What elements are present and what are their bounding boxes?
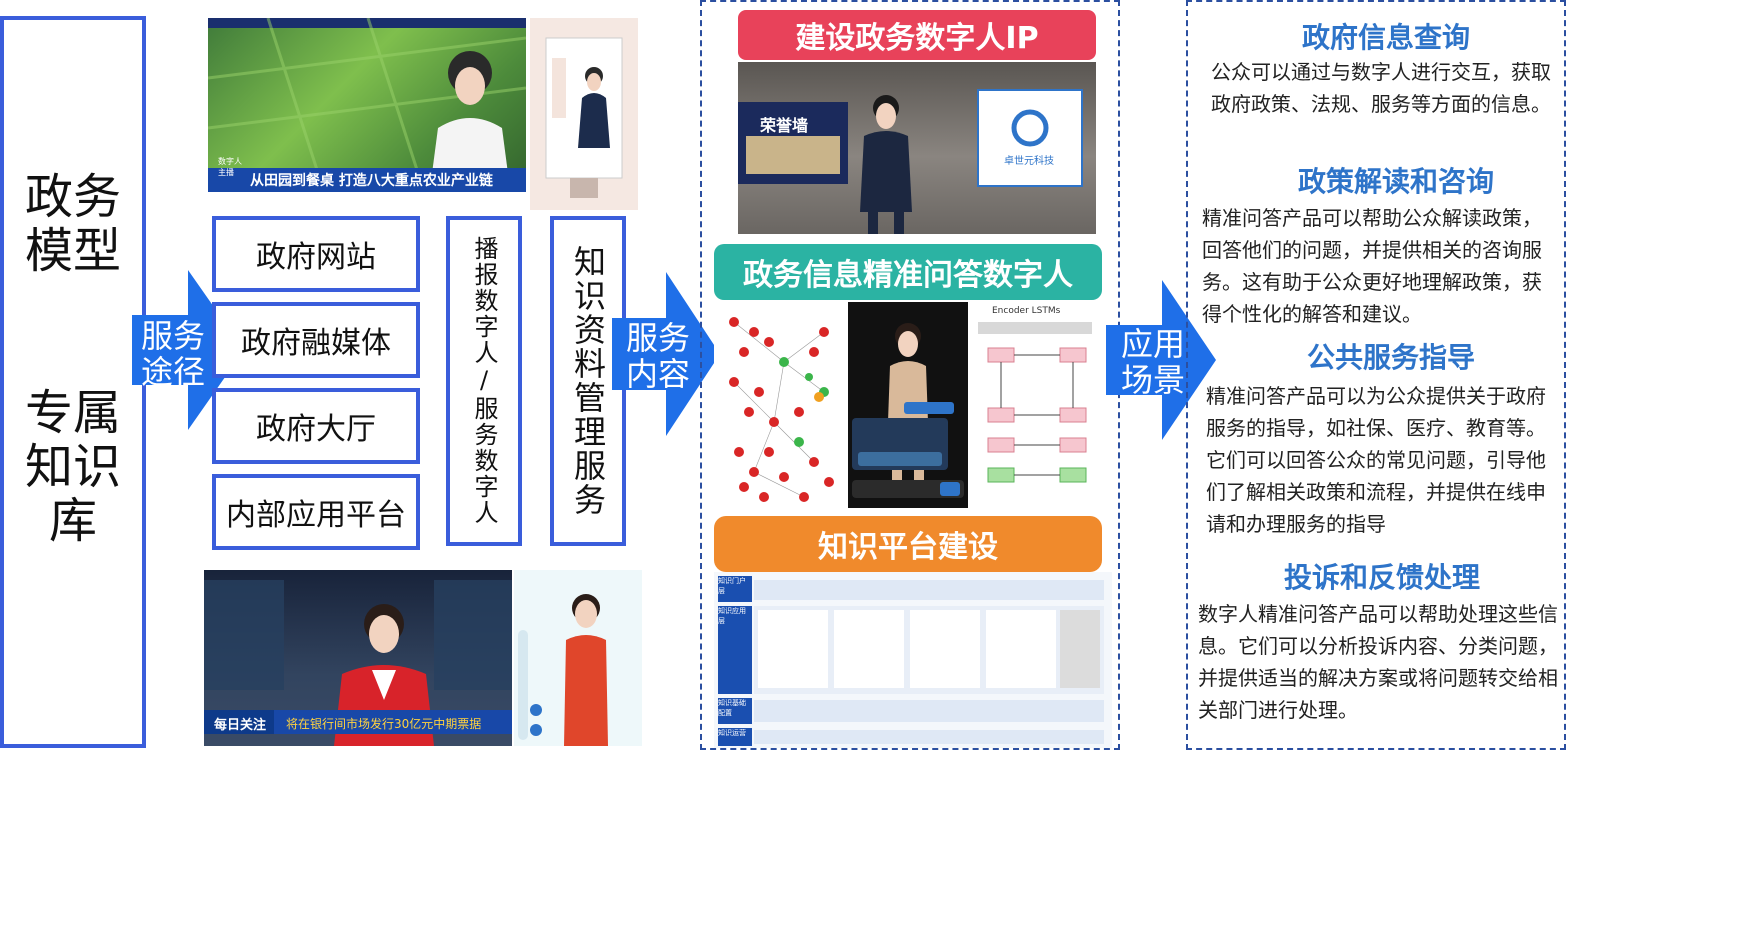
application-scenario-panel [1186, 0, 1566, 750]
panel-subtitle: 专属 知识 库 [4, 386, 142, 548]
bottom-news-tag: 每日关注 [214, 718, 267, 733]
platform-row: 知识应用层 [718, 606, 752, 694]
knowledge-graph-image [714, 302, 848, 508]
scenario-title: 投诉和反馈处理 [1283, 561, 1480, 594]
subtitle-line: 专属 [24, 385, 121, 441]
knowledge-platform-image: 知识门户层 知识应用层 知识基础配置 知识运营 [714, 572, 1112, 748]
platform-row: 知识基础配置 [718, 698, 752, 724]
knowledge-box-label: 知识资料管理服务 [569, 245, 607, 517]
service-content-arrow [612, 272, 720, 436]
platform-module [986, 610, 1056, 688]
digital-human-ip-image: 荣誉墙 卓世元科技 [738, 62, 1096, 234]
channel-internal-platform: 内部应用平台 [212, 474, 420, 550]
panel-title: 政务 模型 [4, 170, 142, 278]
section-platform-header: 知识平台建设 [714, 516, 1102, 572]
platform-row-bar [754, 606, 1104, 694]
title-line: 政务 [24, 169, 121, 225]
broadcast-digital-human-box: 播报数字人/服务数字人 [446, 216, 522, 546]
subtitle-line: 知识 [24, 439, 121, 495]
encoder-diagram-image: Encoder LSTMs [968, 302, 1102, 508]
sign-language-image [514, 570, 642, 746]
scenario-text: 公众可以通过与数字人进行交互，获取政府政策、法规、服务等方面的信息。 [1211, 60, 1551, 116]
left-panel: 政务 模型 专属 知识 库 [0, 16, 146, 748]
qa-digital-human-image [848, 302, 968, 508]
news-broadcast-image: 数字人主播 从田园到餐桌 打造八大重点农业产业链 [208, 18, 526, 204]
platform-row-bar [754, 730, 1104, 744]
scenario-title: 政府信息查询 [1301, 21, 1470, 54]
channel-gov-media: 政府融媒体 [212, 302, 420, 378]
scenario-title: 公共服务指导 [1306, 341, 1475, 374]
platform-module [910, 610, 980, 688]
broadcast-box-label: 播报数字人/服务数字人 [470, 236, 498, 526]
section-qa-header: 政务信息精准问答数字人 [714, 244, 1102, 300]
platform-module [758, 610, 828, 688]
ip-wall-label: 荣誉墙 [760, 116, 809, 135]
platform-row-bar [754, 580, 1104, 600]
news-caption: 从田园到餐桌 打造八大重点农业产业链 [250, 173, 493, 189]
service-content-label: 服务 内容 [625, 319, 690, 393]
scenario-title: 政策解读和咨询 [1297, 165, 1494, 198]
news-tag: 数字人主播 [218, 157, 242, 177]
news-anchor-image: 每日关注 将在银行间市场发行30亿元中期票据 [204, 570, 512, 746]
knowledge-management-box: 知识资料管理服务 [550, 216, 626, 546]
bottom-news-caption: 将在银行间市场发行30亿元中期票据 [286, 717, 482, 731]
platform-row: 知识运营 [718, 728, 752, 746]
platform-row: 知识门户层 [718, 576, 752, 602]
channel-gov-website: 政府网站 [212, 216, 420, 292]
scenario-text: 精准问答产品可以帮助公众解读政策，回答他们的问题，并提供相关的咨询服务。这有助于… [1202, 206, 1542, 326]
subtitle-line: 库 [48, 493, 97, 549]
channel-gov-hall: 政府大厅 [212, 388, 420, 464]
title-line: 模型 [24, 223, 121, 279]
scenario-text: 精准问答产品可以为公众提供关于政府服务的指导，如社保、医疗、教育等。它们可以回答… [1206, 384, 1546, 536]
platform-module [1060, 610, 1100, 688]
application-label: 应用 场景 [1120, 325, 1185, 399]
section-ip-header: 建设政务数字人IP [738, 10, 1096, 60]
platform-module [834, 610, 904, 688]
service-channel-label: 服务 途径 [140, 317, 205, 391]
application-arrow [1106, 280, 1216, 440]
kiosk-image [530, 18, 638, 210]
encoder-label: Encoder LSTMs [992, 306, 1061, 316]
scenario-text: 数字人精准问答产品可以帮助处理这些信息。它们可以分析投诉内容、分类问题，并提供适… [1198, 602, 1558, 722]
ip-logo-text: 卓世元科技 [1004, 156, 1054, 167]
platform-row-bar [754, 700, 1104, 722]
